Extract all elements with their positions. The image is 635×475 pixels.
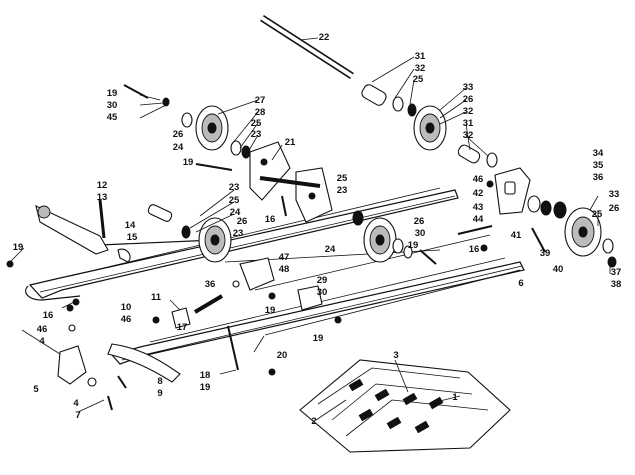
callout-24: 24 (230, 207, 241, 218)
callout-3: 3 (393, 350, 398, 361)
callout-25: 25 (251, 118, 262, 129)
callout-10: 10 (121, 302, 132, 313)
callout-44: 44 (473, 214, 484, 225)
callout-26: 26 (463, 94, 474, 105)
callout-17: 17 (177, 322, 188, 333)
callout-23: 23 (251, 129, 262, 140)
bolts-and-nuts (6, 84, 546, 411)
callout-8: 8 (157, 376, 162, 387)
callout-21: 21 (285, 137, 296, 148)
callout-19: 19 (265, 305, 276, 316)
small-components (57, 257, 323, 387)
callout-28: 28 (255, 107, 266, 118)
callout-2: 2 (311, 416, 316, 427)
callout-33: 33 (609, 189, 620, 200)
callout-labels: 1234456789101112131415161616171819191919… (13, 32, 622, 427)
callout-30: 30 (415, 228, 426, 239)
callout-33: 33 (463, 82, 474, 93)
callout-5: 5 (33, 384, 39, 395)
callout-30: 30 (107, 100, 118, 111)
idler-wheel-mid-left (198, 217, 232, 263)
shock-bracket-21 (249, 141, 333, 223)
callout-11: 11 (151, 292, 162, 303)
callout-41: 41 (511, 230, 522, 241)
callout-32: 32 (415, 63, 426, 74)
rear-idler-wheel (564, 207, 602, 257)
callout-32: 32 (463, 106, 474, 117)
callout-12: 12 (97, 180, 108, 191)
callout-36: 36 (205, 279, 216, 290)
right-slide-rail (110, 257, 525, 365)
callout-4: 4 (39, 336, 45, 347)
callout-47: 47 (279, 252, 290, 263)
callout-39: 39 (540, 248, 551, 259)
callout-46: 46 (121, 314, 132, 325)
callout-46: 46 (37, 324, 48, 335)
callout-36: 36 (593, 172, 604, 183)
callout-23: 23 (233, 228, 244, 239)
callout-23: 23 (229, 182, 240, 193)
callout-6: 6 (518, 278, 523, 289)
callout-19: 19 (200, 382, 211, 393)
callout-48: 48 (279, 264, 290, 275)
shaft-22 (260, 15, 354, 79)
callout-7: 7 (75, 410, 80, 421)
callout-40: 40 (553, 264, 564, 275)
callout-31: 31 (415, 51, 426, 62)
callout-25: 25 (229, 195, 240, 206)
callout-23: 23 (337, 185, 348, 196)
idler-wheel-mid-right (363, 217, 397, 263)
callout-26: 26 (414, 216, 425, 227)
callout-20: 20 (277, 350, 288, 361)
callout-32: 32 (463, 130, 474, 141)
callout-46: 46 (473, 174, 484, 185)
callout-31: 31 (463, 118, 474, 129)
callout-15: 15 (127, 232, 138, 243)
callout-4: 4 (73, 398, 79, 409)
callout-43: 43 (473, 202, 484, 213)
callout-35: 35 (593, 160, 604, 171)
callout-25: 25 (592, 209, 603, 220)
callout-19: 19 (408, 240, 419, 251)
left-slide-rail (25, 187, 459, 301)
callout-29: 29 (317, 275, 328, 286)
callout-14: 14 (125, 220, 136, 231)
callout-24: 24 (173, 142, 184, 153)
callout-26: 26 (237, 216, 248, 227)
callout-1: 1 (452, 392, 458, 403)
callout-38: 38 (611, 279, 622, 290)
callout-25: 25 (337, 173, 348, 184)
callout-22: 22 (319, 32, 330, 43)
callout-34: 34 (593, 148, 604, 159)
callout-19: 19 (13, 242, 24, 253)
callout-26: 26 (609, 203, 620, 214)
callout-16: 16 (469, 244, 480, 255)
track-belt-1 (299, 359, 511, 453)
callout-16: 16 (265, 214, 276, 225)
callout-45: 45 (107, 112, 118, 123)
rear-arm-bracket-34 (494, 167, 552, 216)
callout-16: 16 (43, 310, 54, 321)
callout-26: 26 (173, 129, 184, 140)
callout-19: 19 (313, 333, 324, 344)
callout-30: 30 (317, 287, 328, 298)
callout-18: 18 (200, 370, 211, 381)
callout-42: 42 (473, 188, 484, 199)
callout-25: 25 (413, 74, 424, 85)
callout-27: 27 (255, 95, 266, 106)
idler-wheel-upper-right (413, 105, 447, 151)
callout-37: 37 (611, 267, 622, 278)
idler-wheel-upper-left (195, 105, 229, 151)
callout-19: 19 (183, 157, 194, 168)
callout-24: 24 (325, 244, 336, 255)
spacers-and-washers (147, 84, 617, 268)
callout-9: 9 (157, 388, 162, 399)
callout-19: 19 (107, 88, 118, 99)
leader-lines (9, 37, 611, 421)
front-arm-assembly (35, 199, 131, 263)
callout-13: 13 (97, 192, 108, 203)
